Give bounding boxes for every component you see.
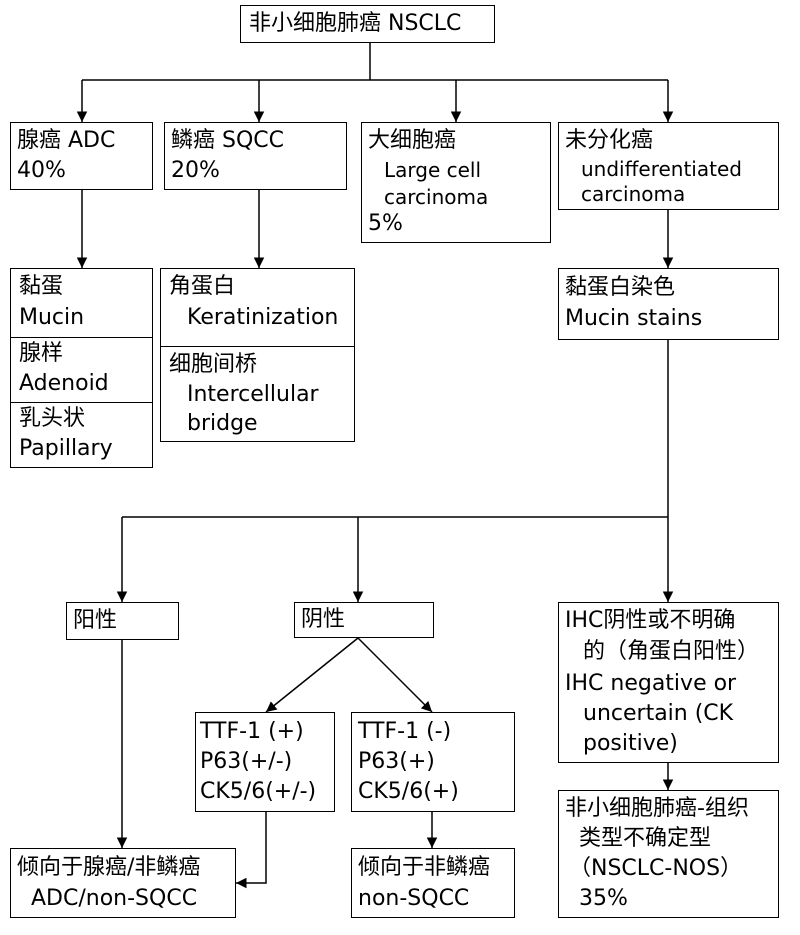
- feature-adenoid-cn: 腺样: [19, 341, 64, 366]
- ttf-positive-line2: P63(+/-): [200, 749, 293, 774]
- large-cell-name: 大细胞癌: [368, 128, 457, 153]
- ihc-en-line2: uncertain (CK: [583, 701, 734, 726]
- ttf-positive-line1: TTF-1 (+): [200, 719, 304, 744]
- sqcc-percent: 20%: [171, 158, 220, 183]
- undifferentiated-name: 未分化癌: [565, 128, 654, 153]
- feature-papillary-en: Papillary: [19, 436, 113, 461]
- positive-label: 阳性: [73, 608, 118, 633]
- feature-bridge-en-line2: bridge: [187, 411, 258, 436]
- ihc-en-line3: positive): [583, 731, 678, 756]
- large-cell-en-line2: carcinoma: [384, 185, 489, 209]
- ihc-node: IHC阴性或不明确 的（角蛋白阳性） IHC negative or uncer…: [558, 602, 779, 763]
- nos-cn-line2: 类型不确定型: [579, 826, 712, 851]
- negative-node: 阴性: [294, 602, 434, 638]
- ihc-cn-line2: 的（角蛋白阳性）: [583, 639, 760, 664]
- feature-divider: [11, 402, 152, 403]
- sqcc-name: 鳞癌 SQCC: [171, 128, 284, 153]
- nos-percent: 35%: [579, 886, 628, 911]
- favor-adc-cn: 倾向于腺癌/非鳞癌: [17, 855, 201, 880]
- negative-label: 阴性: [301, 607, 346, 632]
- feature-divider: [161, 346, 354, 347]
- sqcc-features-box: 角蛋白 Keratinization 细胞间桥 Intercellular br…: [160, 268, 355, 442]
- nos-en: （NSCLC-NOS）: [569, 856, 743, 881]
- edge-ttfpos-favoradc: [236, 812, 267, 889]
- nsclc-nos-node: 非小细胞肺癌-组织 类型不确定型 （NSCLC-NOS） 35%: [558, 790, 779, 918]
- feature-divider: [11, 337, 152, 338]
- mucin-stains-cn: 黏蛋白染色: [565, 275, 676, 300]
- feature-keratin-en: Keratinization: [187, 305, 339, 330]
- ttf-negative-line3: CK5/6(+): [358, 779, 459, 804]
- root-node: 非小细胞肺癌 NSCLC: [240, 5, 495, 43]
- undifferentiated-en-line2: carcinoma: [581, 182, 686, 206]
- favor-adc-node: 倾向于腺癌/非鳞癌 ADC/non-SQCC: [10, 848, 236, 918]
- large-cell-percent: 5%: [368, 211, 403, 236]
- adc-percent: 40%: [17, 158, 66, 183]
- mucin-stains-node: 黏蛋白染色 Mucin stains: [558, 268, 779, 340]
- adc-name: 腺癌 ADC: [17, 128, 116, 153]
- ihc-en-line1: IHC negative or: [565, 671, 737, 696]
- large-cell-en-line1: Large cell: [384, 158, 482, 182]
- favor-adc-en: ADC/non-SQCC: [31, 886, 198, 911]
- favor-non-sqcc-en: non-SQCC: [358, 886, 470, 911]
- adc-node: 腺癌 ADC 40%: [10, 122, 153, 190]
- sqcc-node: 鳞癌 SQCC 20%: [164, 122, 347, 190]
- feature-mucin-cn: 黏蛋: [19, 274, 64, 299]
- ihc-cn-line1: IHC阴性或不明确: [565, 608, 736, 633]
- favor-non-sqcc-node: 倾向于非鳞癌 non-SQCC: [351, 848, 515, 918]
- ttf-negative-line2: P63(+): [358, 749, 435, 774]
- large-cell-node: 大细胞癌 Large cell carcinoma 5%: [361, 122, 551, 243]
- nos-cn-line1: 非小细胞肺癌-组织: [565, 796, 749, 821]
- ttf-positive-node: TTF-1 (+) P63(+/-) CK5/6(+/-): [195, 712, 335, 812]
- feature-bridge-en-line1: Intercellular: [187, 382, 319, 407]
- root-label: 非小细胞肺癌 NSCLC: [249, 11, 462, 36]
- ttf-positive-line3: CK5/6(+/-): [200, 779, 317, 804]
- feature-adenoid-en: Adenoid: [19, 371, 109, 396]
- undifferentiated-en-line1: undifferentiated: [581, 157, 742, 181]
- feature-mucin-en: Mucin: [19, 305, 85, 330]
- edge-negative-ttfpos: [265, 637, 359, 713]
- ttf-negative-line1: TTF-1 (-): [358, 719, 452, 744]
- ttf-negative-node: TTF-1 (-) P63(+) CK5/6(+): [351, 712, 515, 812]
- favor-non-sqcc-cn: 倾向于非鳞癌: [358, 855, 491, 880]
- feature-keratin-cn: 角蛋白: [169, 274, 236, 299]
- undifferentiated-node: 未分化癌 undifferentiated carcinoma: [558, 122, 779, 210]
- positive-node: 阳性: [66, 602, 179, 640]
- adc-features-box: 黏蛋 Mucin 腺样 Adenoid 乳头状 Papillary: [10, 268, 153, 468]
- feature-papillary-cn: 乳头状: [19, 406, 86, 431]
- feature-bridge-cn: 细胞间桥: [169, 352, 258, 377]
- mucin-stains-en: Mucin stains: [565, 306, 703, 331]
- edge-negative-ttfneg: [357, 637, 433, 713]
